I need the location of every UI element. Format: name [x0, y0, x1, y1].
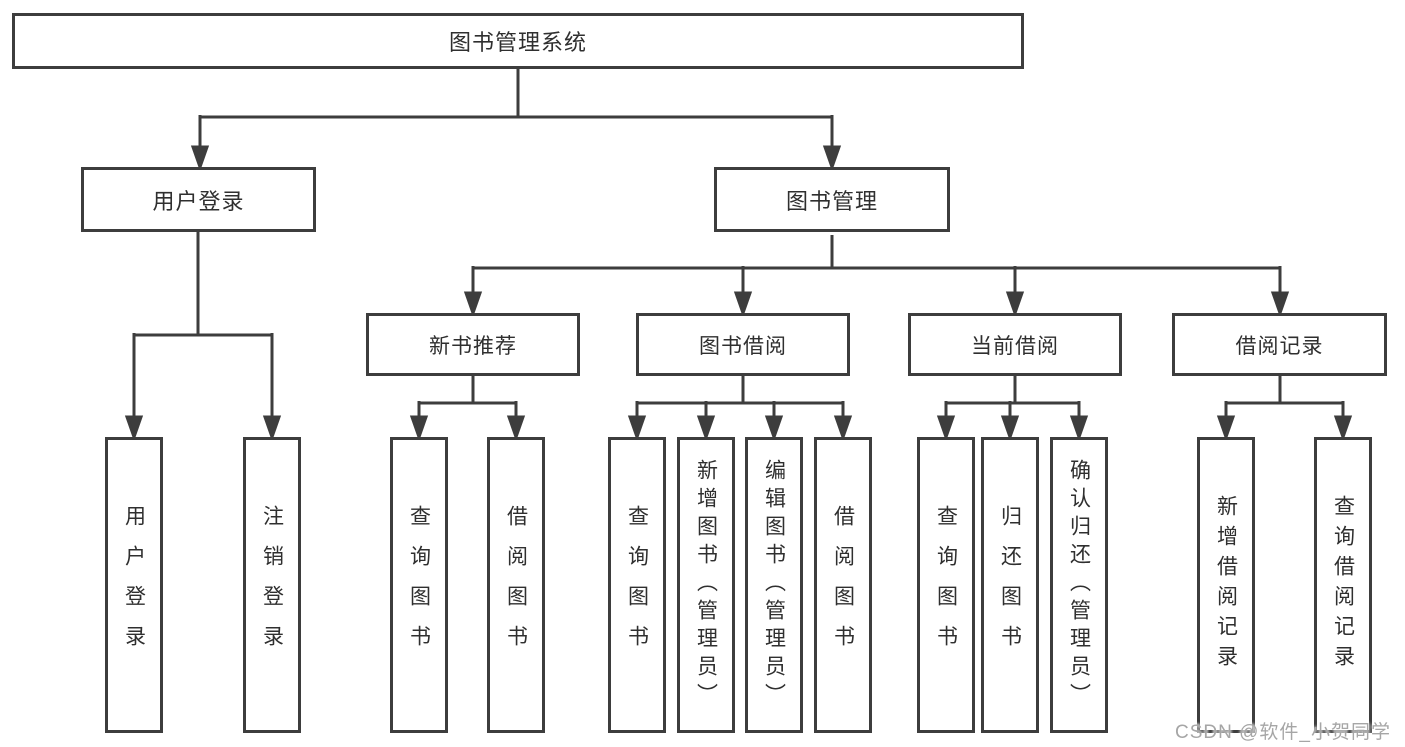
node-user-login-label: 用户登录	[152, 188, 245, 214]
node-current-borrowing-label: 当前借阅	[971, 334, 1059, 358]
leaf-user-login-label: 用户登录	[122, 505, 146, 665]
leaf-records-add-record: 新增借阅记录	[1197, 437, 1255, 733]
leaf-borrow-borrow-books-label: 借阅图书	[831, 505, 855, 665]
leaf-current-confirm-return-admin-label: 确认归还（管理员）	[1067, 459, 1091, 711]
node-current-borrowing: 当前借阅	[908, 313, 1122, 376]
node-book-management-label: 图书管理	[785, 188, 878, 214]
csdn-watermark: CSDN @软件_小贺同学	[1175, 722, 1391, 743]
leaf-records-add-record-label: 新增借阅记录	[1214, 495, 1238, 675]
leaf-borrow-query-books: 查询图书	[608, 437, 666, 733]
node-book-borrowing-label: 图书借阅	[699, 334, 787, 358]
leaf-logout-label: 注销登录	[260, 505, 284, 665]
node-borrowing-records-label: 借阅记录	[1235, 334, 1324, 358]
node-book-borrowing: 图书借阅	[636, 313, 850, 376]
leaf-logout: 注销登录	[243, 437, 301, 733]
node-book-management: 图书管理	[714, 167, 950, 232]
node-user-login: 用户登录	[81, 167, 316, 232]
leaf-recommend-query-books-label: 查询图书	[407, 505, 431, 665]
node-borrowing-records: 借阅记录	[1172, 313, 1387, 376]
leaf-recommend-borrow-books: 借阅图书	[487, 437, 545, 733]
leaf-borrow-edit-books-admin-label: 编辑图书（管理员）	[762, 459, 786, 711]
leaf-borrow-add-books-admin: 新增图书（管理员）	[677, 437, 735, 733]
node-new-book-recommend-label: 新书推荐	[429, 334, 517, 358]
leaf-user-login: 用户登录	[105, 437, 163, 733]
leaf-borrow-add-books-admin-label: 新增图书（管理员）	[694, 459, 718, 711]
leaf-recommend-borrow-books-label: 借阅图书	[504, 505, 528, 665]
leaf-records-query-record-label: 查询借阅记录	[1331, 495, 1355, 675]
leaf-current-query-books: 查询图书	[917, 437, 975, 733]
leaf-current-return-books-label: 归还图书	[998, 505, 1022, 665]
leaf-borrow-edit-books-admin: 编辑图书（管理员）	[745, 437, 803, 733]
leaf-current-return-books: 归还图书	[981, 437, 1039, 733]
leaf-records-query-record: 查询借阅记录	[1314, 437, 1372, 733]
leaf-current-confirm-return-admin: 确认归还（管理员）	[1050, 437, 1108, 733]
node-new-book-recommend: 新书推荐	[366, 313, 580, 376]
leaf-recommend-query-books: 查询图书	[390, 437, 448, 733]
leaf-borrow-borrow-books: 借阅图书	[814, 437, 872, 733]
leaf-borrow-query-books-label: 查询图书	[625, 505, 649, 665]
root-node-library-system: 图书管理系统	[12, 13, 1024, 69]
leaf-current-query-books-label: 查询图书	[934, 505, 958, 665]
root-node-label: 图书管理系统	[448, 30, 587, 55]
